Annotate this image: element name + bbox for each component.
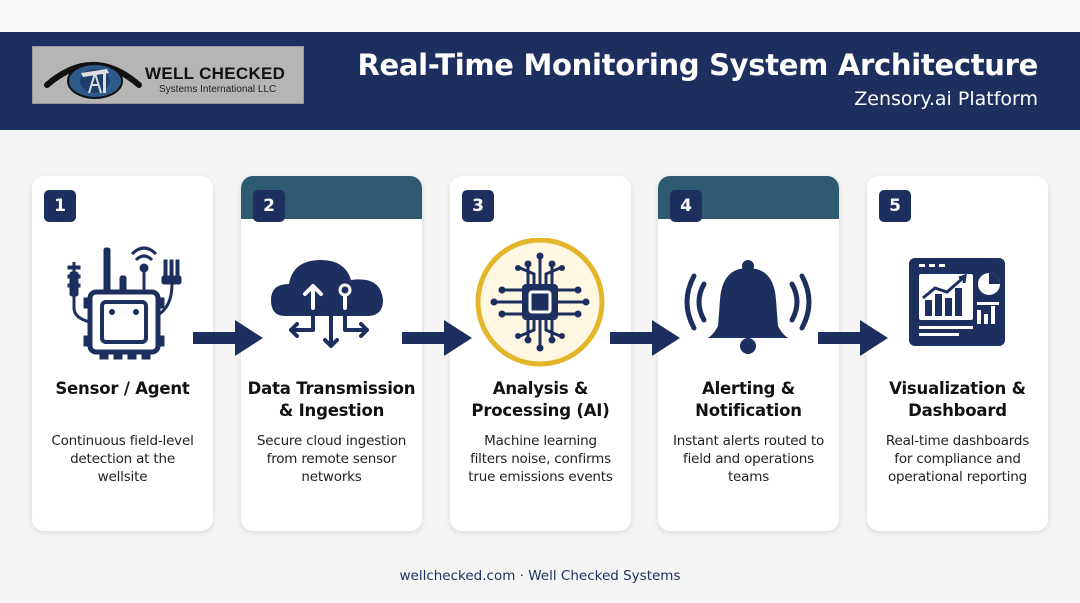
flow-arrow-4-5 bbox=[818, 320, 888, 356]
dashboard-icon bbox=[909, 258, 1005, 346]
step-number-badge: 3 bbox=[462, 190, 494, 222]
step-description: Real-time dashboards for compliance and … bbox=[885, 433, 1030, 485]
alert-bell-icon bbox=[684, 260, 812, 354]
step-card-1: 1 Sensor / Agent Conti bbox=[32, 176, 213, 531]
step-number-badge: 5 bbox=[879, 190, 911, 222]
step-card-4: 4 Alerting & Notification Instant alerts… bbox=[658, 176, 839, 531]
logo-tagline: Systems International LLC bbox=[159, 84, 277, 95]
step-title: Sensor / Agent bbox=[55, 379, 190, 398]
step-description: Continuous field-level detection at the … bbox=[51, 433, 194, 485]
flow-arrow-1-2 bbox=[193, 320, 263, 356]
step-card-3: 3 Analysis & Processing (AI) Machine lea… bbox=[450, 176, 631, 531]
top-strip bbox=[0, 0, 1080, 32]
sensor-device-icon bbox=[67, 246, 182, 360]
step-title: Alerting & Notification bbox=[695, 379, 802, 420]
page-title: Real-Time Monitoring System Architecture bbox=[357, 48, 1038, 82]
step-title: Data Transmission & Ingestion bbox=[247, 379, 416, 420]
step-number-badge: 2 bbox=[253, 190, 285, 222]
cloud-network-icon bbox=[271, 260, 383, 348]
ai-chip-icon bbox=[475, 238, 605, 367]
step-card-5: 5 Visualization & Dashboard Real-time da… bbox=[867, 176, 1048, 531]
footer-credit: wellchecked.com · Well Checked Systems bbox=[399, 568, 681, 584]
step-card-2: 2 Data Transmission & Ingestion Secure c… bbox=[241, 176, 422, 531]
page-subtitle: Zensory.ai Platform bbox=[854, 88, 1038, 110]
step-title: Visualization & Dashboard bbox=[889, 379, 1026, 420]
step-description: Machine learning filters noise, confirms… bbox=[468, 433, 613, 485]
company-logo: WELL CHECKED Systems International LLC bbox=[32, 46, 304, 104]
flow-arrow-3-4 bbox=[610, 320, 680, 356]
flow-arrow-2-3 bbox=[402, 320, 472, 356]
step-title: Analysis & Processing (AI) bbox=[471, 379, 610, 420]
step-description: Secure cloud ingestion from remote senso… bbox=[256, 433, 407, 485]
step-number-badge: 4 bbox=[670, 190, 702, 222]
oil-derrick-eye-icon bbox=[44, 62, 142, 99]
step-number-badge: 1 bbox=[44, 190, 76, 222]
step-description: Instant alerts routed to field and opera… bbox=[672, 433, 825, 485]
logo-name: WELL CHECKED bbox=[145, 64, 286, 83]
